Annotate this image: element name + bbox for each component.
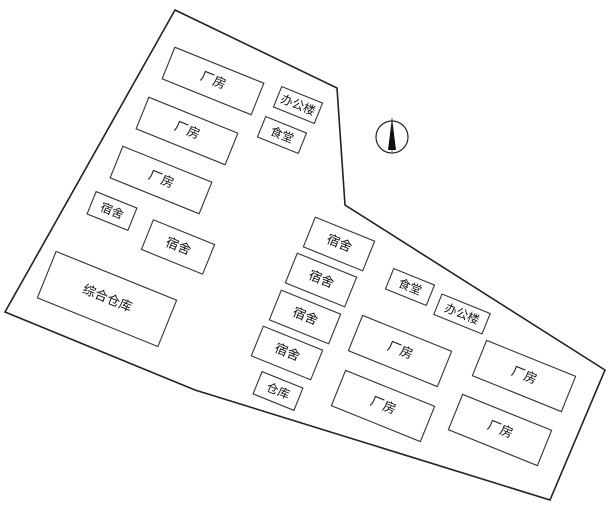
building-canteen: 食堂 [384, 267, 436, 307]
building-factory: 厂房 [347, 314, 453, 388]
building-outline [36, 250, 178, 348]
building-outline [109, 145, 213, 215]
building-outline [272, 85, 324, 125]
building-outline [161, 46, 265, 116]
building-dormitory: 宿舍 [250, 325, 324, 381]
building-dormitory: 宿舍 [140, 219, 216, 275]
building-outline [384, 267, 436, 307]
building-outline [256, 115, 308, 155]
building-outline [268, 289, 342, 345]
building-outline [284, 252, 358, 308]
building-factory: 厂房 [161, 46, 265, 116]
building-factory: 厂房 [330, 369, 436, 443]
building-canteen: 食堂 [256, 115, 308, 155]
building-outline [252, 370, 304, 412]
building-outline [250, 325, 324, 381]
building-outline [302, 216, 376, 272]
building-warehouse: 仓库 [252, 370, 304, 412]
building-outline [135, 96, 239, 166]
building-outline [86, 190, 138, 232]
compass [375, 118, 409, 154]
building-factory: 厂房 [109, 145, 213, 215]
building-factory: 厂房 [471, 339, 577, 413]
building-outline [447, 393, 553, 467]
building-outline [330, 369, 436, 443]
building-factory: 厂房 [135, 96, 239, 166]
building-warehouse: 综合仓库 [36, 250, 178, 348]
building-factory: 厂房 [447, 393, 553, 467]
building-outline [471, 339, 577, 413]
building-outline [433, 293, 491, 335]
building-dormitory: 宿舍 [268, 289, 342, 345]
building-dormitory: 宿舍 [302, 216, 376, 272]
building-outline [140, 219, 216, 275]
building-outline [347, 314, 453, 388]
building-dormitory: 宿舍 [284, 252, 358, 308]
building-dormitory: 宿舍 [86, 190, 138, 232]
